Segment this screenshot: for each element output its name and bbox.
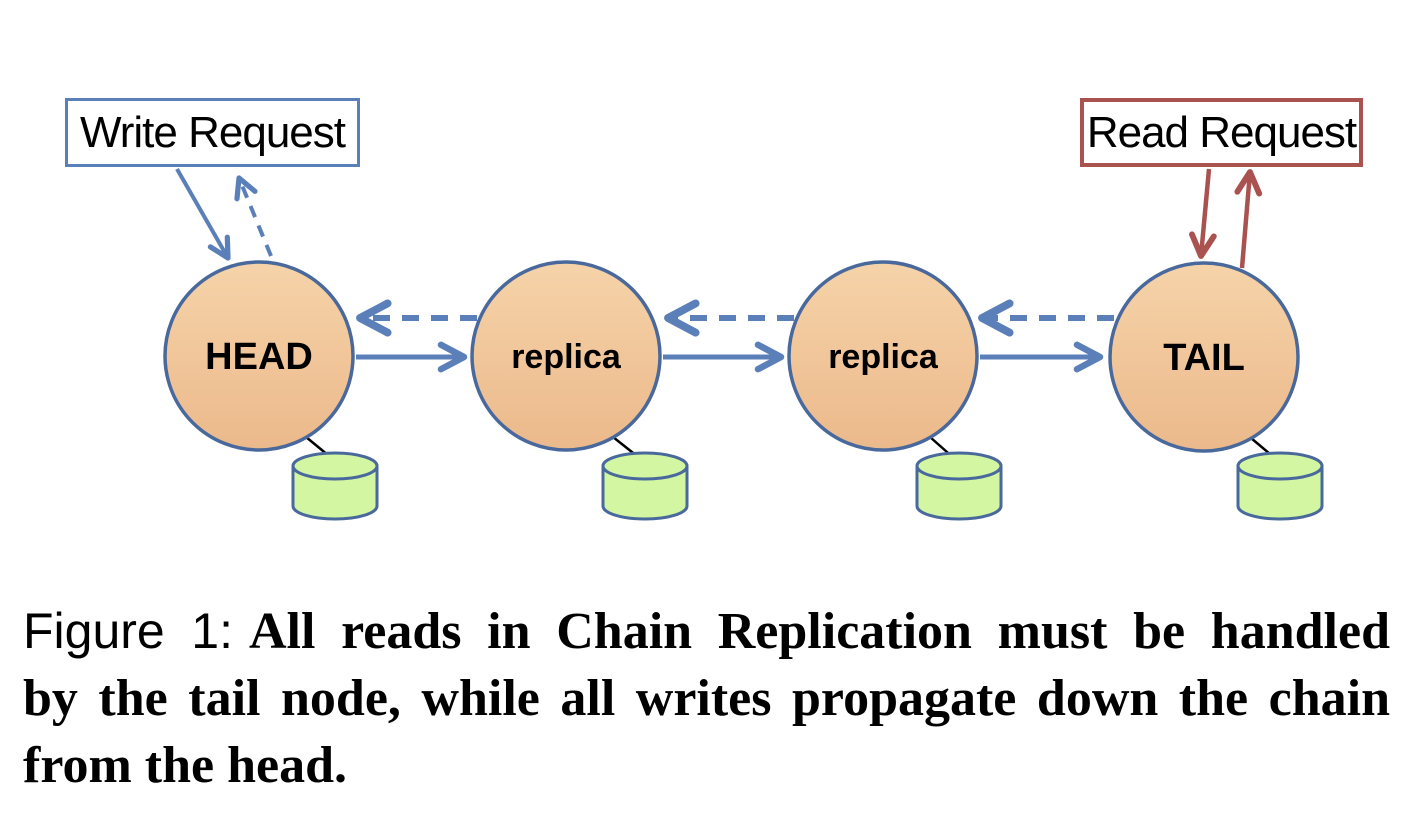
- caption-text-1: All reads in Chain Replication must be h…: [249, 603, 1390, 660]
- database-cylinder-icon: [601, 451, 689, 521]
- write-request-arrow: [175, 168, 231, 261]
- node-replica-1-label: replica: [511, 338, 622, 376]
- chain-replication-diagram: HEAD replica replica TAIL: [163, 168, 1324, 521]
- write-request-box: Write Request: [65, 98, 360, 167]
- caption-line-1: Figure 1: All reads in Chain Replication …: [23, 598, 1390, 665]
- caption-line-3: from the head.: [23, 737, 348, 794]
- node-replica-1: [470, 260, 662, 452]
- write-reply-dashed-arrow: [234, 175, 273, 257]
- node-head-label: HEAD: [205, 336, 313, 378]
- node-tail-label: TAIL: [1163, 337, 1245, 379]
- read-request-label: Read Request: [1086, 107, 1357, 157]
- read-request-arrow: [1189, 168, 1217, 259]
- figure-caption: Figure 1: All reads in Chain Replication …: [23, 598, 1390, 799]
- database-cylinder-icon: [1236, 451, 1324, 521]
- caption-line-2: by the tail node, while all writes propa…: [23, 670, 1390, 727]
- database-cylinder-icon: [291, 451, 379, 521]
- node-replica-2-label: replica: [828, 338, 939, 376]
- node-tail: [1108, 261, 1300, 453]
- write-request-label: Write Request: [80, 107, 346, 157]
- read-reply-arrow: [1234, 169, 1263, 269]
- figure-number-label: Figure 1:: [23, 603, 233, 659]
- node-replica-2: [787, 260, 979, 452]
- read-request-box: Read Request: [1080, 98, 1363, 167]
- database-cylinder-icon: [915, 451, 1003, 521]
- node-head: [163, 260, 355, 452]
